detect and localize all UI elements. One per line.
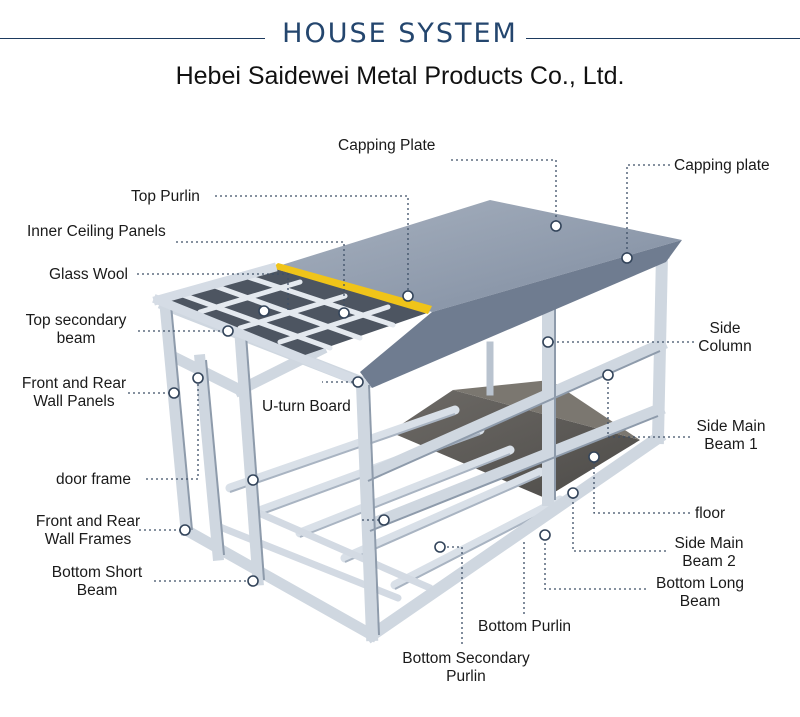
label-inner-ceiling-panels: Inner Ceiling Panels: [27, 223, 166, 240]
dot-floor: [588, 451, 600, 463]
label-front-rear-wall-frames: Front and Rear Wall Frames: [26, 513, 150, 549]
label-front-rear-wall-panels-line2: Wall Panels: [33, 393, 115, 410]
dot-top-secondary-beam: [222, 325, 234, 337]
dot-capping-plate-top: [550, 220, 562, 232]
label-front-rear-wall-panels: Front and Rear Wall Panels: [12, 375, 136, 411]
label-bottom-purlin: Bottom Purlin: [478, 618, 572, 635]
label-top-secondary-beam-line2: beam: [56, 330, 96, 347]
dot-top-purlin: [402, 290, 414, 302]
dot-side-main-beam-1: [602, 369, 614, 381]
dot-door-frame-lower: [247, 474, 259, 486]
label-top-secondary-beam-line1: Top secondary: [25, 312, 127, 329]
label-bottom-secondary-purlin-line2: Purlin: [446, 668, 486, 685]
label-bottom-short-beam-line1: Bottom Short: [51, 564, 143, 581]
dot-glass-wool: [258, 305, 270, 317]
label-side-main-beam-2-line2: Beam 2: [682, 553, 736, 570]
dot-u-turn-board: [352, 376, 364, 388]
label-top-secondary-beam: Top secondary beam: [16, 312, 136, 348]
label-floor: floor: [695, 505, 726, 522]
label-bottom-short-beam: Bottom Short Beam: [40, 564, 154, 600]
callout-dots: [168, 220, 633, 587]
label-bottom-long-beam: Bottom Long Beam: [646, 575, 754, 611]
title-rule-left: [0, 38, 265, 39]
label-bottom-long-beam-line1: Bottom Long: [656, 575, 744, 592]
dot-bottom-purlin: [378, 514, 390, 526]
label-glass-wool: Glass Wool: [49, 266, 128, 283]
capping-plate: [272, 200, 682, 312]
header: HOUSE SYSTEM: [0, 0, 800, 60]
glass-wool: [272, 263, 432, 314]
label-top-purlin: Top Purlin: [131, 188, 200, 205]
label-bottom-short-beam-line2: Beam: [76, 582, 118, 599]
label-front-rear-wall-frames-line1: Front and Rear: [35, 513, 141, 530]
title-rule-right: [526, 38, 800, 39]
label-side-main-beam-1-line1: Side Main: [696, 418, 766, 435]
label-side-main-beam-2-line1: Side Main: [674, 535, 744, 552]
front-wall-frame-edge: [170, 304, 265, 581]
dot-capping-plate-right: [621, 252, 633, 264]
label-side-main-beam-1-line2: Beam 1: [704, 436, 758, 453]
dot-bottom-long-beam: [539, 529, 551, 541]
ceiling-grid: [177, 273, 396, 351]
roof-front-edge: [360, 240, 682, 388]
label-front-rear-wall-frames-line2: Wall Frames: [44, 531, 132, 548]
dot-bottom-secondary-purlin: [434, 541, 446, 553]
label-side-main-beam-2: Side Main Beam 2: [664, 535, 754, 571]
label-side-column-line2: Column: [698, 338, 752, 355]
label-side-column-line1: Side: [709, 320, 741, 337]
label-front-rear-wall-panels-line1: Front and Rear: [21, 375, 127, 392]
label-side-main-beam-1: Side Main Beam 1: [686, 418, 776, 454]
page-title: HOUSE SYSTEM: [282, 18, 518, 49]
dot-bottom-short-beam: [247, 575, 259, 587]
side-frame-edge: [367, 305, 661, 636]
dot-side-main-beam-2: [567, 487, 579, 499]
label-side-column: Side Column: [690, 320, 760, 356]
dot-door-frame: [192, 372, 204, 384]
label-bottom-long-beam-line2: Beam: [679, 593, 721, 610]
top-frame: [152, 262, 366, 388]
company-name: Hebei Saidewei Metal Products Co., Ltd.: [175, 62, 625, 90]
label-capping-plate-top: Capping Plate: [338, 137, 436, 154]
leader-lines: [128, 159, 694, 644]
label-bottom-secondary-purlin: Bottom Secondary Purlin: [394, 650, 538, 686]
label-door-frame: door frame: [56, 471, 131, 488]
dot-inner-ceiling: [338, 307, 350, 319]
label-bottom-secondary-purlin-line1: Bottom Secondary: [402, 650, 530, 667]
dot-front-rear-wall-panels: [168, 387, 180, 399]
dot-side-column: [542, 336, 554, 348]
label-capping-plate-right: Capping plate: [674, 157, 770, 174]
floor-panel: [390, 390, 640, 498]
dot-front-rear-wall-frames: [179, 524, 191, 536]
label-u-turn-board: U-turn Board: [262, 398, 351, 415]
